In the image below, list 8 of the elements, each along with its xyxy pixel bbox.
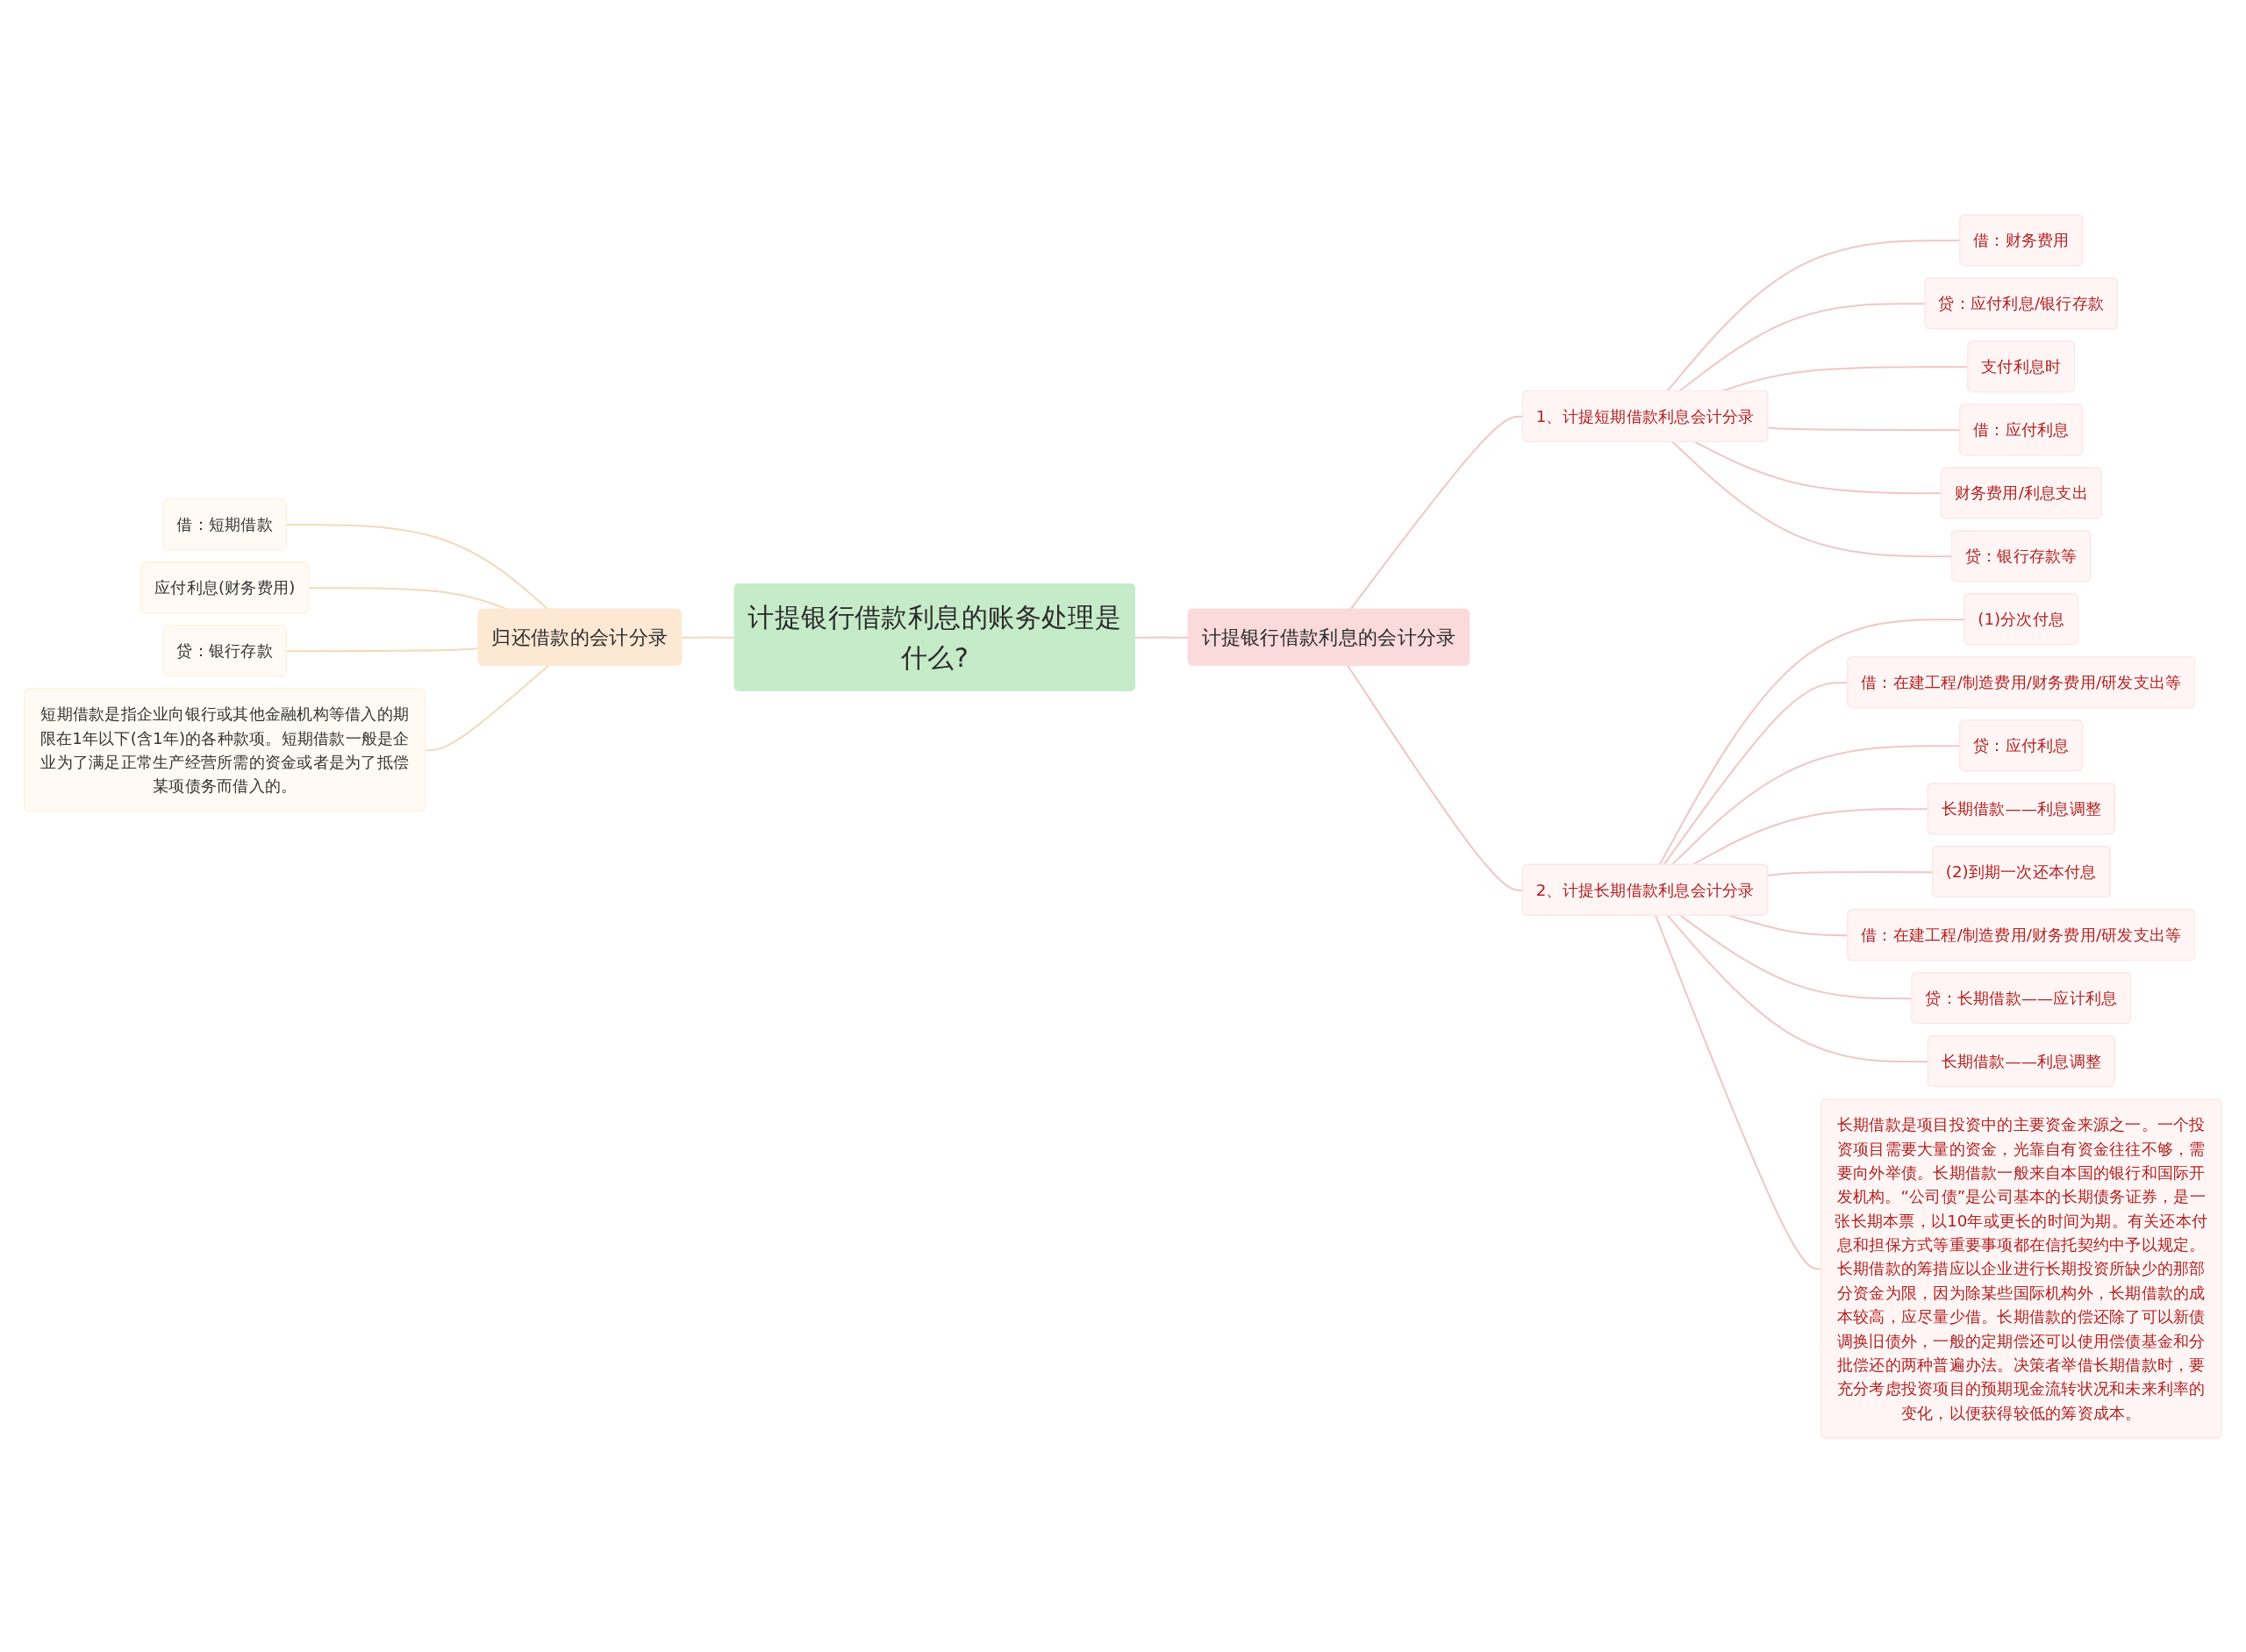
connector — [1658, 618, 1965, 865]
connector — [681, 635, 735, 639]
connector — [1679, 914, 1913, 999]
connector — [425, 664, 549, 751]
connector — [1667, 914, 1928, 1062]
connector — [1694, 440, 1942, 494]
connector — [286, 647, 479, 652]
connector — [1134, 635, 1189, 639]
